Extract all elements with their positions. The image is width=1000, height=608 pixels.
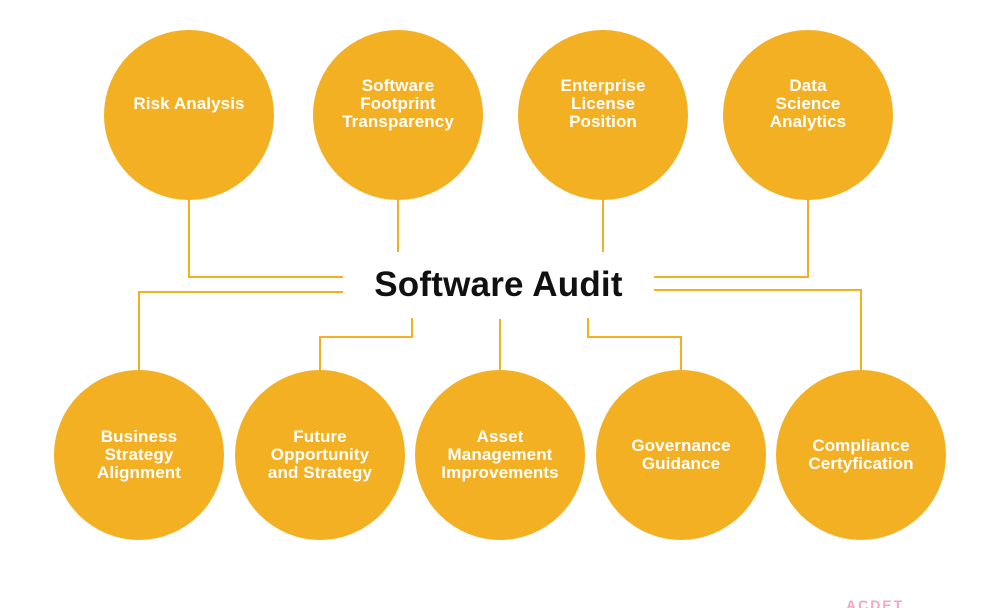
node-label: Business Strategy Alignment: [96, 427, 181, 482]
node-governance-guidance: Governance Guidance: [596, 370, 766, 540]
brand-logo: ACDET: [846, 598, 905, 608]
node-label: Enterprise License Position: [560, 76, 646, 131]
connector-governance: [587, 318, 682, 370]
node-asset-management-improvements: Asset Management Improvements: [415, 370, 585, 540]
node-label: Governance Guidance: [631, 436, 731, 473]
connector-data-science: [654, 200, 809, 278]
connector-future-opportunity: [319, 318, 413, 370]
node-business-strategy-alignment: Business Strategy Alignment: [54, 370, 224, 540]
node-future-opportunity-and-strategy: Future Opportunity and Strategy: [235, 370, 405, 540]
node-label: Software Footprint Transparency: [342, 76, 454, 131]
node-compliance-certyfication: Compliance Certyfication: [776, 370, 946, 540]
connector-risk-analysis: [188, 200, 343, 278]
node-label: Future Opportunity and Strategy: [267, 427, 373, 482]
diagram-title: Software Audit: [374, 265, 623, 304]
node-software-footprint-transparency: Software Footprint Transparency: [313, 30, 483, 200]
node-label: Risk Analysis: [133, 94, 245, 113]
node-enterprise-license-position: Enterprise License Position: [518, 30, 688, 200]
node-label: Compliance Certyfication: [808, 436, 914, 473]
connector-business-strategy: [138, 291, 343, 370]
node-data-science-analytics: Data Science Analytics: [723, 30, 893, 200]
node-label: Asset Management Improvements: [441, 427, 559, 482]
node-risk-analysis: Risk Analysis: [104, 30, 274, 200]
connector-compliance: [654, 289, 862, 370]
node-label: Data Science Analytics: [769, 76, 847, 131]
